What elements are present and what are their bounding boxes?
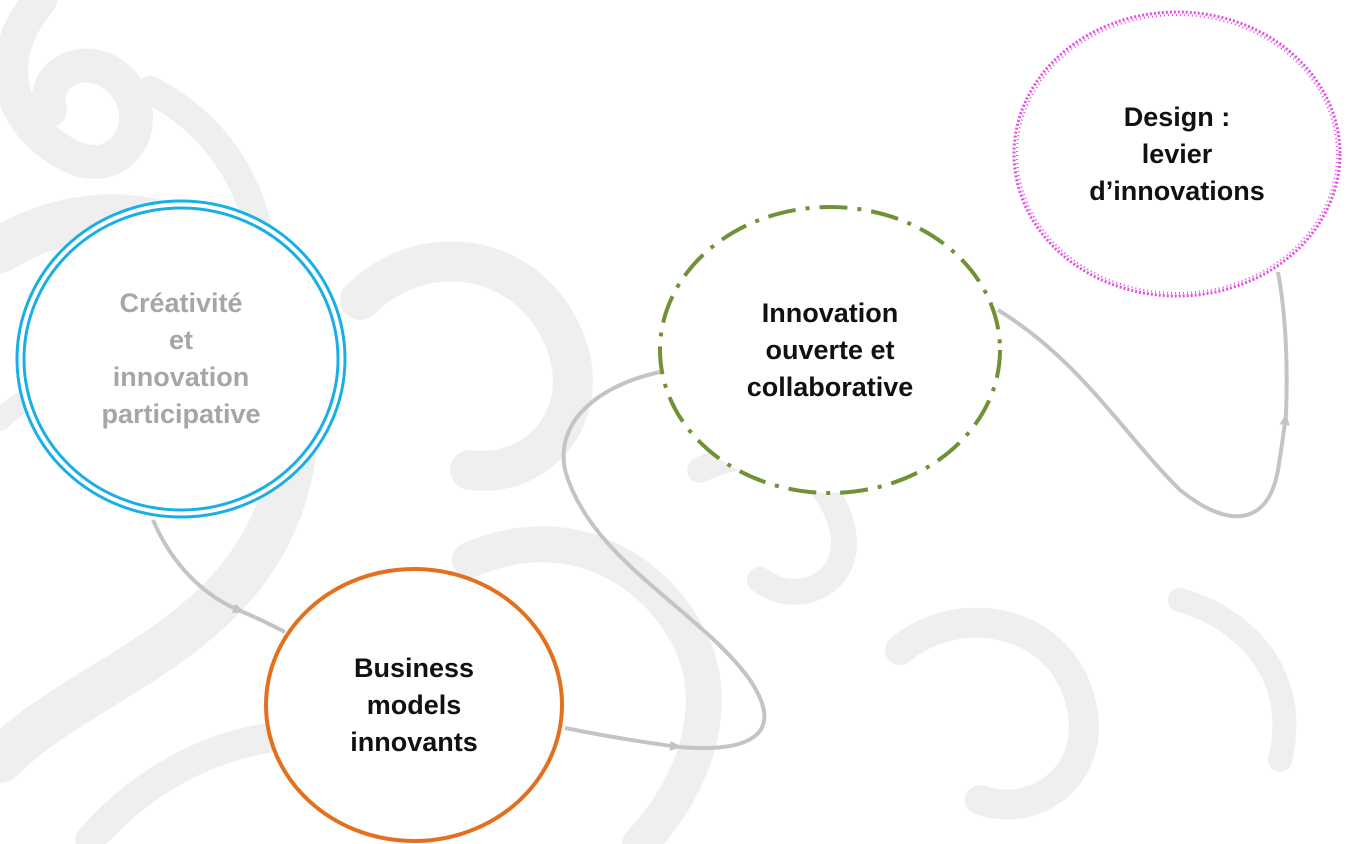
label-line: models <box>366 689 462 720</box>
label-line: d’innovations <box>1089 175 1265 206</box>
node-design-levier-innovations: Design : levier d’innovations <box>1010 8 1344 300</box>
label-line: Innovation <box>761 297 899 328</box>
label-line: participative <box>101 399 261 429</box>
node-border-solid <box>264 567 564 843</box>
connector-innovation-to-design <box>996 308 1290 519</box>
node-label: Design : levier d’innovations <box>1010 99 1344 210</box>
label-line: levier <box>1141 138 1213 169</box>
connector-business-to-innovation-loop <box>561 370 767 751</box>
node-creativite-et-innovation-participative: Créativité et innovation participative <box>12 196 350 522</box>
node-label: Business models innovants <box>262 650 566 761</box>
node-border-dash-dot <box>658 205 1002 495</box>
label-line: et <box>168 325 193 355</box>
node-border-double <box>15 199 347 519</box>
label-line: innovants <box>350 726 478 757</box>
label-line: Design : <box>1123 101 1231 132</box>
connector-business-to-innovation-arrow <box>564 726 682 751</box>
node-border-dotted <box>1012 10 1342 298</box>
node-innovation-ouverte-et-collaborative: Innovation ouverte et collaborative <box>655 202 1005 498</box>
node-business-models-innovants: Business models innovants <box>262 565 566 844</box>
label-line: innovation <box>112 362 250 392</box>
connector-creativite-to-business-tail <box>242 610 286 634</box>
label-line: collaborative <box>746 371 914 402</box>
node-label: Innovation ouverte et collaborative <box>655 295 1005 406</box>
label-line: Business <box>353 652 475 683</box>
label-line: Créativité <box>119 288 243 318</box>
connector-innovation-to-design-tail <box>1276 271 1289 416</box>
node-label: Créativité et innovation participative <box>12 285 350 433</box>
connector-creativite-to-business <box>151 519 245 614</box>
label-line: ouverte et <box>765 334 895 365</box>
